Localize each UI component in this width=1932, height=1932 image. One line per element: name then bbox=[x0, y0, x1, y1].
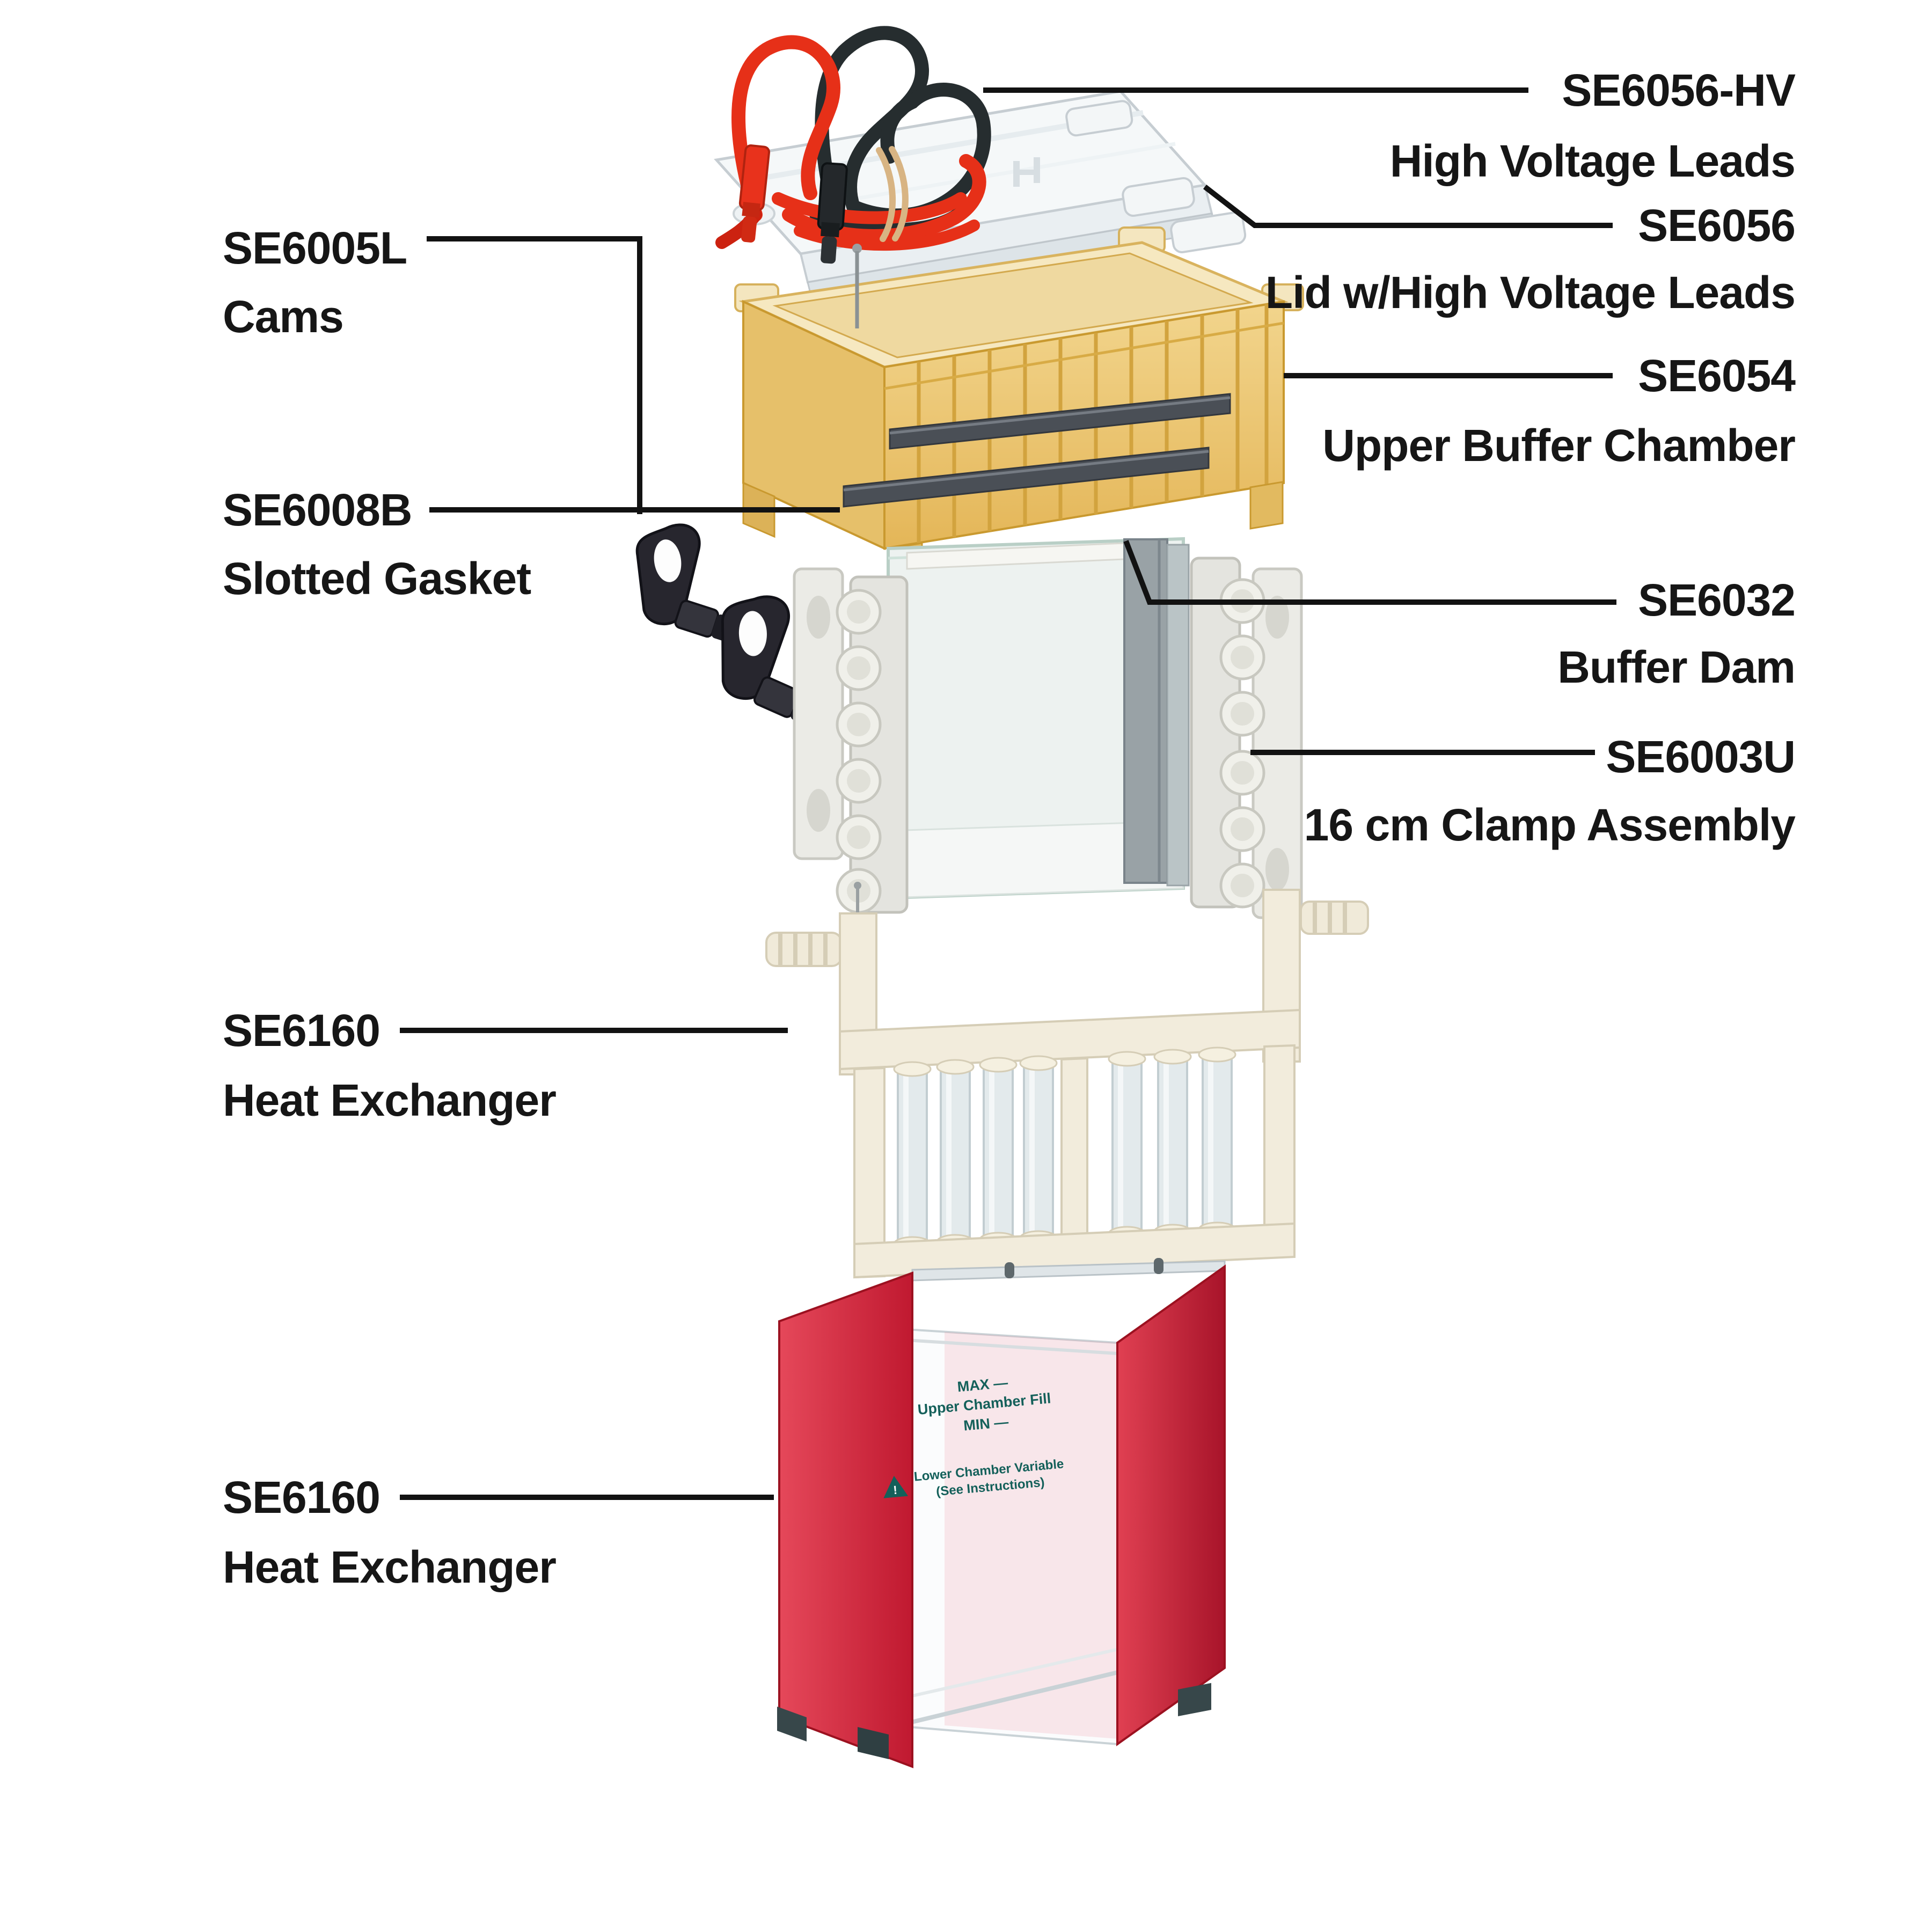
callout-se6008b-part: SE6008B bbox=[223, 485, 413, 535]
leader-se6005l bbox=[427, 236, 642, 514]
lid-vent-mark bbox=[1013, 157, 1040, 187]
callout-se6005l-part: SE6005L bbox=[223, 223, 407, 273]
cams-art bbox=[635, 523, 816, 724]
callout-se6054-part: SE6054 bbox=[1638, 350, 1796, 401]
electrode-pin bbox=[852, 244, 862, 328]
callout-se6003u-desc: 16 cm Clamp Assembly bbox=[1304, 800, 1796, 850]
buffer-dam-art bbox=[1123, 538, 1190, 887]
callout-se6056-part: SE6056 bbox=[1638, 200, 1796, 251]
callout-se6005l-desc: Cams bbox=[223, 291, 344, 342]
leader-se6032 bbox=[1123, 540, 1616, 605]
high-voltage-leads-art bbox=[715, 26, 991, 264]
callout-se6054-desc: Upper Buffer Chamber bbox=[1322, 420, 1796, 471]
callout-se6160-mid-part: SE6160 bbox=[223, 1005, 380, 1056]
banana-plug-red bbox=[738, 144, 770, 243]
hose-barb-left bbox=[765, 932, 843, 967]
callout-se6160-bot-desc: Heat Exchanger bbox=[223, 1542, 557, 1592]
callout-se6056hv-part: SE6056-HV bbox=[1562, 65, 1796, 115]
callout-se6032-desc: Buffer Dam bbox=[1557, 642, 1796, 692]
leader-lines bbox=[400, 87, 1616, 1500]
banana-plug-black bbox=[817, 162, 848, 264]
tank-feet bbox=[777, 1683, 1211, 1759]
callout-se6160-mid-desc: Heat Exchanger bbox=[223, 1075, 557, 1125]
rubber-band bbox=[876, 146, 909, 242]
callout-se6160-bot-part: SE6160 bbox=[223, 1472, 380, 1523]
callout-se6056hv-desc: High Voltage Leads bbox=[1389, 136, 1796, 186]
clamp-assembly-art bbox=[793, 537, 1303, 919]
slotted-gasket-art bbox=[843, 393, 1231, 508]
callout-se6056-desc: Lid w/High Voltage Leads bbox=[1265, 267, 1796, 318]
callout-se6032-part: SE6032 bbox=[1638, 575, 1796, 625]
callout-se6003u-part: SE6003U bbox=[1606, 731, 1796, 782]
lid-hinge-tabs bbox=[1065, 100, 1247, 253]
heat-exchanger-art bbox=[765, 882, 1369, 1279]
warning-triangle-icon: ! bbox=[882, 1475, 908, 1498]
leader-se6056 bbox=[1203, 185, 1613, 228]
callout-se6008b-desc: Slotted Gasket bbox=[223, 553, 531, 604]
lower-tank-art bbox=[777, 1258, 1226, 1768]
hose-barb-right bbox=[1300, 901, 1369, 935]
thumbscrews-right bbox=[1219, 578, 1265, 909]
